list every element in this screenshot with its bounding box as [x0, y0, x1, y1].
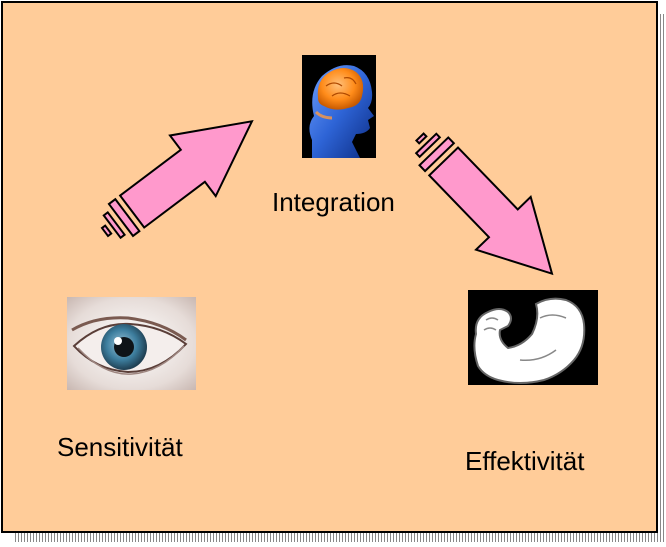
eye-icon [67, 297, 196, 390]
flexed-arm-icon [468, 290, 598, 385]
arrow-sensitivity-to-integration [100, 119, 254, 240]
arrow-integration-to-effectivity [414, 132, 554, 276]
sensitivity-label: Sensitivität [57, 432, 183, 462]
integration-label: Integration [272, 187, 395, 217]
brain-head-icon [302, 55, 376, 158]
panel-shadow-right [655, 14, 666, 542]
effectivity-label: Effektivität [465, 446, 585, 476]
